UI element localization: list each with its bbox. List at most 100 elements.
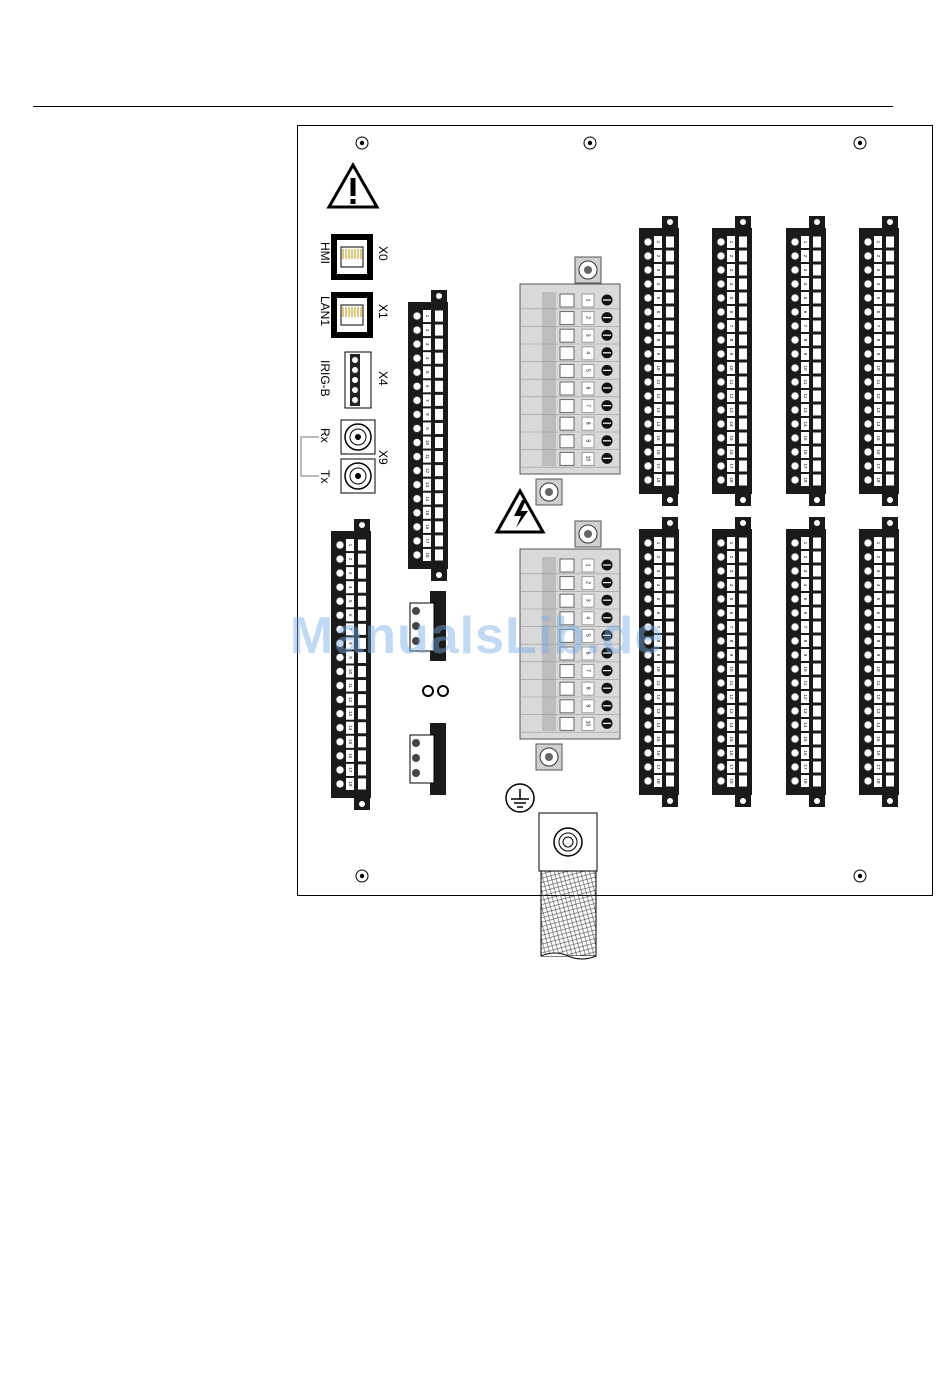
terminal-clamp (666, 334, 674, 346)
irig-b-connector[interactable] (344, 351, 372, 409)
terminal-pin-cell (727, 236, 735, 248)
terminal-clamp (358, 553, 366, 565)
terminal-pin-cell (801, 334, 809, 346)
terminal-pin-cell (727, 418, 735, 430)
terminal-pin-number: 18 (729, 778, 734, 784)
terminal-screw-icon (643, 461, 653, 471)
terminal-pin-number: 9 (585, 439, 591, 442)
terminal-screw-icon (412, 325, 422, 335)
terminal-clamp (435, 507, 443, 519)
terminal-pin-number: 15 (729, 736, 734, 742)
terminal-screw-icon (335, 667, 345, 676)
terminal-pin-cell (874, 446, 882, 458)
hmi-rj45-port[interactable] (331, 234, 373, 280)
terminal-pin-number: 13 (803, 708, 808, 714)
terminal-clamp (666, 733, 674, 745)
x0-id-label: X0 (376, 246, 390, 261)
terminal-screw-icon (643, 349, 653, 359)
terminal-clamp (886, 747, 894, 759)
terminal-clamp (666, 761, 674, 773)
terminal-pin-number: 13 (656, 708, 661, 714)
terminal-pin-number: 17 (348, 767, 353, 773)
terminal-pin-cell (727, 446, 735, 458)
terminal-clamp (813, 292, 821, 304)
terminal-pin-cell (801, 761, 809, 773)
terminal-pin-number: 13 (876, 708, 881, 714)
lan1-rj45-port[interactable] (331, 292, 373, 338)
terminal-pin-number: 11 (656, 681, 661, 686)
terminal-pin-cell (801, 460, 809, 472)
small-terminal-block[interactable] (409, 591, 446, 661)
terminal-pin-number: 14 (729, 421, 734, 427)
terminal-clamp (886, 418, 894, 430)
terminal-clamp (739, 775, 747, 787)
terminal-screw-icon (716, 335, 726, 345)
terminal-pin-cell (346, 735, 354, 748)
terminal-clamp (435, 310, 443, 322)
terminal-pin-number: 5 (425, 371, 430, 374)
terminal-pin-cell (654, 376, 662, 388)
terminal-pin-cell (801, 320, 809, 332)
terminal-clamp (358, 609, 366, 621)
rx-label: Rx (318, 428, 332, 443)
terminal-screw-icon (790, 433, 800, 443)
terminal-pin-number: 14 (876, 421, 881, 427)
terminal-pin-number: 7 (729, 626, 734, 629)
terminal-clamp (813, 264, 821, 276)
terminal-pin-number: 7 (585, 669, 591, 672)
terminal-pin-cell (727, 635, 735, 647)
terminal-clamp (813, 579, 821, 591)
terminal-screw-icon (863, 237, 873, 247)
hmi-port-label: HMI (318, 242, 332, 264)
terminal-pin-number: 5 (348, 600, 353, 603)
terminal-pin-cell (559, 646, 575, 661)
terminal-pin-number: 1 (803, 241, 808, 244)
terminal-screw-icon (790, 748, 800, 758)
terminal-screw-icon (863, 335, 873, 345)
terminal-clamp (886, 376, 894, 388)
terminal-screw-icon (716, 321, 726, 331)
terminal-pin-number: 13 (656, 407, 661, 413)
terminal-pin-number: 8 (656, 640, 661, 643)
fiber-rx-connector[interactable] (340, 419, 376, 455)
terminal-screw-icon (790, 279, 800, 289)
terminal-clamp (435, 380, 443, 392)
terminal-clamp (666, 649, 674, 661)
watermark: ManualsLib.de (290, 607, 665, 665)
terminal-clamp (739, 292, 747, 304)
terminal-pin-number: 11 (803, 380, 808, 385)
terminal-screw-icon (716, 706, 726, 716)
small-terminal-block[interactable] (409, 723, 446, 795)
mounting-screw-icon (853, 136, 867, 150)
terminal-pin-cell (874, 719, 882, 731)
terminal-screw-icon (335, 596, 345, 606)
terminal-pin-cell (874, 635, 882, 647)
fiber-tx-connector[interactable] (340, 458, 376, 494)
terminal-pin-cell (423, 478, 431, 491)
terminal-clamp (886, 306, 894, 318)
terminal-pin-cell (727, 705, 735, 717)
terminal-clamp (886, 264, 894, 276)
terminal-pin-cell (654, 691, 662, 703)
terminal-screw-icon (863, 566, 873, 576)
terminal-pin-cell (801, 250, 809, 262)
high-voltage-icon (494, 487, 546, 534)
terminal-pin-cell (727, 691, 735, 703)
rear-panel (297, 125, 933, 896)
terminal-pin-cell (727, 320, 735, 332)
terminal-pin-number: 5 (585, 634, 591, 637)
terminal-pin-cell (874, 537, 882, 549)
terminal-pin-number: 8 (348, 642, 353, 645)
